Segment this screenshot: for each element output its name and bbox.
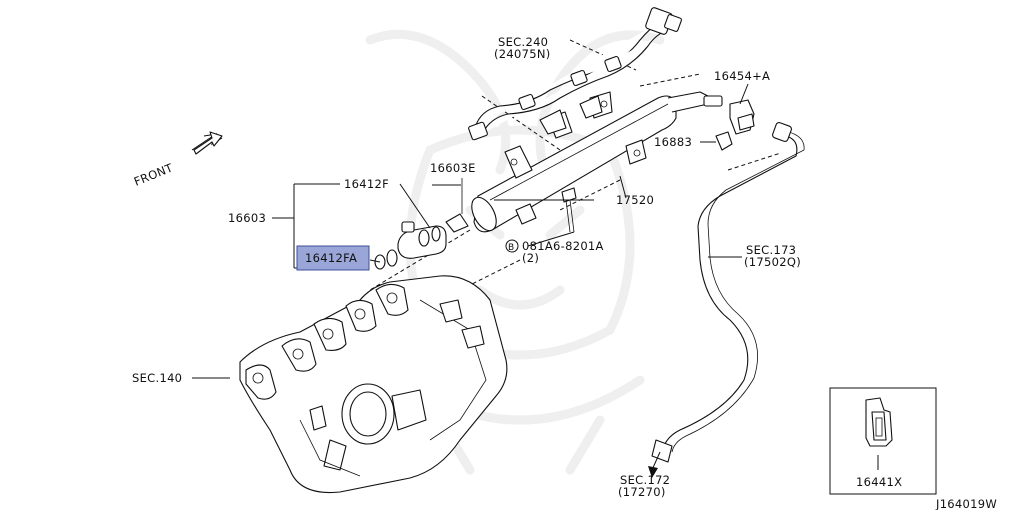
sec-172-label: SEC.172: [620, 473, 670, 487]
part-16412fa-label[interactable]: 16412FA: [305, 251, 357, 265]
bolt-qty-label: (2): [522, 251, 539, 265]
diagram-code-label: J164019W: [935, 497, 997, 510]
part-17520-label: 17520: [616, 193, 654, 207]
clip-16883[interactable]: [715, 131, 733, 151]
part-16454a-label: 16454+A: [714, 69, 770, 83]
leader-lines: [192, 83, 879, 470]
sec-240-ref-label: (24075N): [494, 47, 551, 61]
front-arrow-icon: [191, 131, 223, 155]
sec-173-ref-label: (17502Q): [744, 255, 801, 269]
fuel-hose[interactable]: [648, 122, 805, 478]
bolt-circle-letter: B: [508, 243, 514, 253]
injector-harness[interactable]: [468, 7, 682, 141]
fuel-injector[interactable]: [374, 178, 469, 270]
sec-172-ref-label: (17270): [618, 485, 666, 499]
inset-box-16441x[interactable]: 16441X: [829, 387, 937, 495]
mounting-bolt[interactable]: [561, 187, 577, 233]
highlight-box[interactable]: [296, 245, 370, 271]
part-16441x-label: 16441X: [856, 475, 902, 489]
part-16412f-label: 16412F: [344, 177, 389, 191]
sec-240-label: SEC.240: [498, 35, 548, 49]
intake-manifold[interactable]: [239, 275, 508, 494]
front-label: FRONT: [132, 160, 176, 189]
sec-140-label: SEC.140: [132, 371, 182, 385]
part-16603-label: 16603: [228, 211, 266, 225]
clip-16454[interactable]: [729, 99, 755, 135]
part-16883-label: 16883: [654, 135, 692, 149]
callout-labels: SEC.240 (24075N) 16454+A 16883 16603E 17…: [132, 35, 997, 510]
bolt-circle-icon: [505, 239, 519, 253]
bolt-part-label: 081A6-8201A: [522, 239, 604, 253]
part-16603e-label: 16603E: [430, 161, 476, 175]
sec-173-label: SEC.173: [746, 243, 796, 257]
